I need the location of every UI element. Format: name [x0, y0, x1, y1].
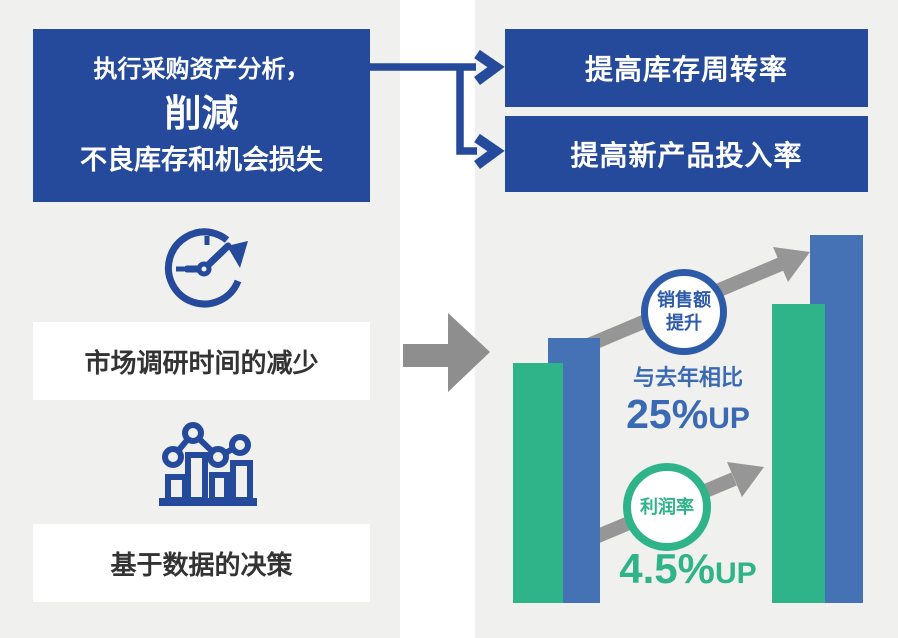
center-divider: [400, 0, 475, 638]
premise-box: 执行采购资产分析， 削減 不良库存和机会损失: [33, 29, 370, 202]
sales-value-suffix: UP: [708, 402, 750, 435]
sales-badge: 销售额 提升: [641, 269, 727, 355]
sales-badge-line-2: 提升: [666, 313, 702, 333]
outcome-label-2: 提高新产品投入率: [570, 140, 803, 171]
premise-line-2: 削減: [164, 92, 239, 134]
profit-badge-line-1: 利润率: [640, 497, 694, 517]
bar-green-right: [772, 304, 825, 603]
benefit-label-2: 基于数据的决策: [110, 549, 293, 580]
benefit-box-data-decision: 基于数据的决策: [33, 524, 370, 602]
sales-badge-line-1: 销售额: [657, 290, 711, 310]
bar-line-chart-icon: [159, 422, 257, 506]
bar-green-left: [513, 363, 563, 603]
profit-badge: 利润率: [623, 463, 711, 551]
profit-note: 4.5%UP: [598, 546, 778, 597]
sales-value: 25%: [626, 391, 709, 437]
outcome-label-1: 提高库存周转率: [584, 54, 788, 85]
benefit-box-research-time: 市场调研时间的减少: [33, 322, 370, 400]
outcome-box-new-product: 提高新产品投入率: [505, 116, 868, 192]
premise-line-3: 不良库存和机会损失: [80, 144, 323, 175]
profit-value-suffix: UP: [715, 557, 757, 590]
profit-value: 4.5%: [619, 545, 716, 592]
sales-note-value: 25%UP: [598, 392, 778, 441]
premise-line-1: 执行采购资产分析，: [93, 55, 310, 83]
sales-note-compare: 与去年相比: [632, 365, 743, 390]
profit-note-value: 4.5%UP: [598, 546, 778, 597]
outcome-box-inventory-turnover: 提高库存周转率: [505, 29, 868, 107]
benefit-label-1: 市场调研时间的减少: [84, 347, 319, 378]
sales-note: 与去年相比 25%UP: [598, 364, 778, 441]
clock-arrow-icon: [164, 228, 248, 308]
